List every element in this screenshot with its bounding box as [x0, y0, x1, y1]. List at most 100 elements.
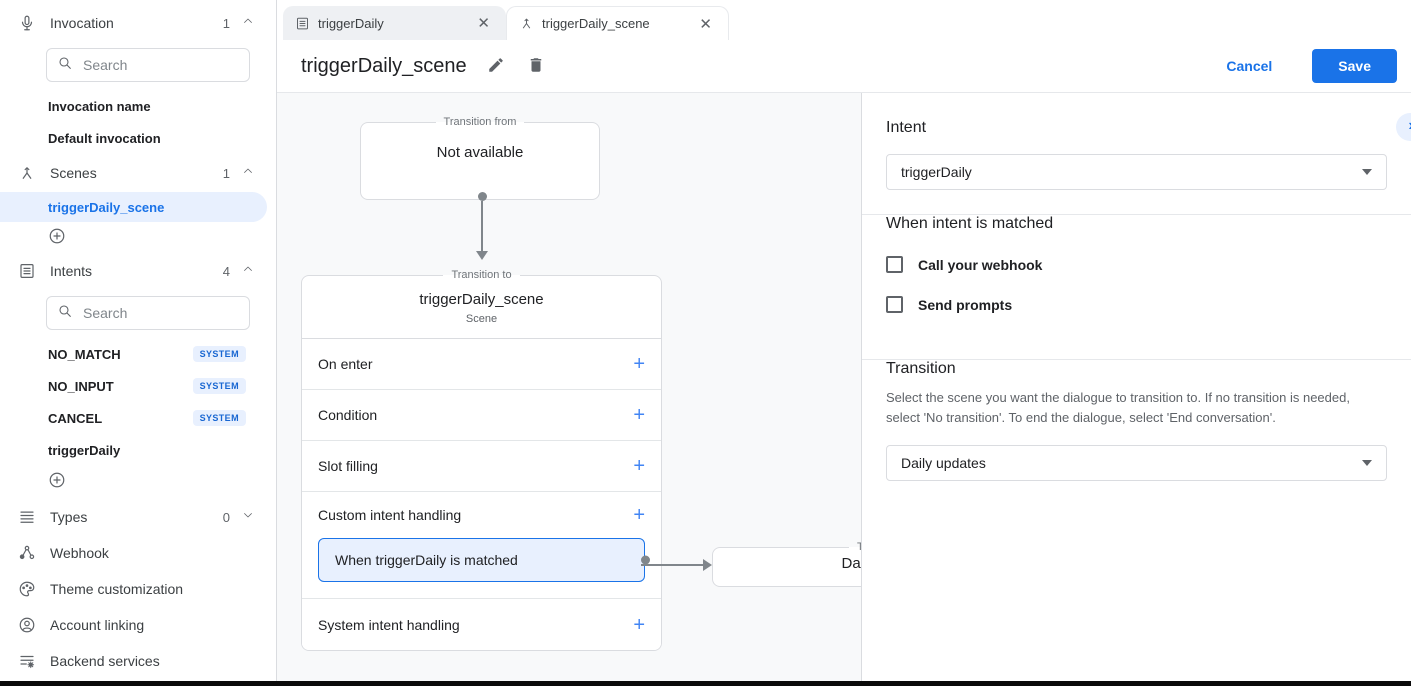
types-icon [17, 507, 37, 527]
when-matched-heading: When intent is matched [886, 215, 1054, 232]
delete-button[interactable] [525, 54, 547, 79]
search-input[interactable] [81, 56, 239, 74]
select-value: Daily updates [901, 455, 986, 472]
scene-node-title: triggerDaily_scene [419, 291, 544, 308]
search-input[interactable] [81, 304, 239, 322]
custom-intent-row[interactable]: Custom intent handling + [302, 492, 661, 538]
tab-triggerdaily[interactable]: triggerDaily ✕ [283, 6, 506, 40]
sidebar-section-invocation[interactable]: Invocation 1 [0, 6, 276, 40]
connector-dot [641, 555, 650, 565]
search-icon [57, 303, 73, 324]
add-icon[interactable]: + [633, 455, 645, 477]
add-icon[interactable]: + [633, 504, 645, 526]
intent-handler-when-triggerdaily-matched[interactable]: When triggerDaily is matched [318, 538, 650, 582]
flow-arrow-down [476, 192, 488, 260]
main-area: triggerDaily ✕ triggerDaily_scene ✕ trig… [277, 0, 1411, 681]
close-icon[interactable]: ✕ [477, 15, 490, 32]
section-count: 1 [222, 15, 230, 31]
add-icon[interactable]: + [633, 404, 645, 426]
row-label: Custom intent handling [318, 507, 462, 523]
transition-select[interactable]: Daily updates [886, 445, 1387, 482]
sidebar-item-intent[interactable]: CANCEL SYSTEM [0, 402, 276, 434]
item-label: Backend services [50, 653, 160, 669]
chevron-up-icon[interactable] [242, 262, 254, 280]
invocation-search[interactable] [46, 48, 250, 82]
row-label: System intent handling [318, 616, 460, 633]
node-legend: Transition to [856, 541, 861, 553]
sidebar-item-invocation-name[interactable]: Invocation name [48, 98, 151, 114]
scene-node-subtitle: Scene [465, 313, 498, 325]
transition-target-node[interactable]: Transition to Daily updates [712, 541, 861, 587]
row-label: Condition [318, 407, 378, 423]
divider [862, 359, 1411, 360]
send-prompts-option[interactable]: Send prompts [886, 296, 1387, 313]
sidebar-item-default-invocation[interactable]: Default invocation [48, 130, 161, 146]
section-label: Intents [50, 263, 93, 279]
scene-node-header[interactable]: triggerDaily_scene Scene [302, 281, 661, 339]
scenes-icon [17, 163, 37, 183]
checkbox-unchecked[interactable] [886, 256, 903, 273]
section-count: 1 [222, 165, 230, 181]
call-webhook-option[interactable]: Call your webhook [886, 256, 1387, 273]
sidebar-item-triggerdaily-scene[interactable]: triggerDaily_scene [0, 192, 267, 222]
edit-button[interactable] [485, 54, 507, 79]
row-label: Slot filling [318, 458, 378, 474]
chevron-up-icon[interactable] [242, 164, 254, 182]
save-button[interactable]: Save [1312, 49, 1397, 83]
sidebar-section-scenes[interactable]: Scenes 1 [0, 156, 276, 190]
select-value: triggerDaily [901, 164, 972, 180]
cancel-button[interactable]: Cancel [1220, 57, 1278, 75]
plus-circle-icon [48, 471, 66, 494]
divider [862, 214, 1411, 215]
node-legend: Transition from [443, 116, 517, 128]
add-icon[interactable]: + [633, 613, 645, 636]
chevron-up-icon[interactable] [242, 14, 254, 32]
checkbox-unchecked[interactable] [886, 296, 903, 313]
handler-label: When triggerDaily is matched [335, 552, 518, 568]
add-icon[interactable]: + [633, 353, 645, 375]
scene-icon [519, 16, 534, 31]
intents-search[interactable] [46, 296, 250, 330]
tab-triggerdaily-scene[interactable]: triggerDaily_scene ✕ [506, 6, 729, 40]
sidebar-item-intent[interactable]: NO_INPUT SYSTEM [0, 370, 276, 402]
sidebar-section-types[interactable]: Types 0 [0, 500, 276, 534]
transition-from-node[interactable]: Transition from Not available [360, 116, 600, 200]
search-icon [57, 55, 73, 76]
sidebar-item-webhook[interactable]: Webhook [0, 536, 276, 570]
section-count: 0 [222, 509, 230, 525]
system-badge: SYSTEM [192, 346, 246, 362]
intents-icon [17, 261, 37, 281]
scene-row-custom-intent-handling: Custom intent handling + When triggerDai… [302, 492, 661, 599]
sidebar-item-backend-services[interactable]: Backend services [0, 644, 276, 678]
scene-row-condition[interactable]: Condition + [302, 390, 661, 441]
scene-row-system-intent-handling[interactable]: System intent handling + [302, 599, 661, 650]
intent-select[interactable]: triggerDaily [886, 154, 1387, 190]
sidebar-item-intent[interactable]: NO_MATCH SYSTEM [0, 338, 276, 370]
sidebar-item-account-linking[interactable]: Account linking [0, 608, 276, 642]
system-badge: SYSTEM [192, 410, 246, 426]
chevron-down-icon[interactable] [242, 508, 254, 526]
item-label: Account linking [50, 617, 145, 633]
pencil-icon [487, 56, 505, 77]
sidebar-item-intent[interactable]: triggerDaily [0, 434, 276, 466]
sidebar-section-intents[interactable]: Intents 4 [0, 254, 276, 288]
add-intent-button[interactable] [0, 466, 276, 498]
page-header: triggerDaily_scene Cancel Save [277, 40, 1411, 93]
transition-from-value: Not available [436, 144, 524, 161]
scene-flow-canvas[interactable]: Transition from Not available Transition… [277, 93, 861, 681]
intent-name: CANCEL [48, 410, 103, 426]
backend-services-icon [17, 651, 37, 671]
tab-label: triggerDaily [318, 15, 384, 31]
microphone-icon [17, 13, 37, 33]
section-count: 4 [222, 263, 230, 279]
close-icon[interactable]: ✕ [699, 15, 712, 33]
row-label: On enter [318, 356, 373, 372]
add-scene-button[interactable] [0, 222, 276, 254]
collapse-panel-button[interactable]: › [1396, 113, 1411, 141]
scene-row-on-enter[interactable]: On enter + [302, 339, 661, 390]
intent-icon [295, 16, 310, 31]
scene-row-slot-filling[interactable]: Slot filling + [302, 441, 661, 492]
transition-heading: Transition [886, 360, 956, 377]
sidebar-item-theme-customization[interactable]: Theme customization [0, 572, 276, 606]
